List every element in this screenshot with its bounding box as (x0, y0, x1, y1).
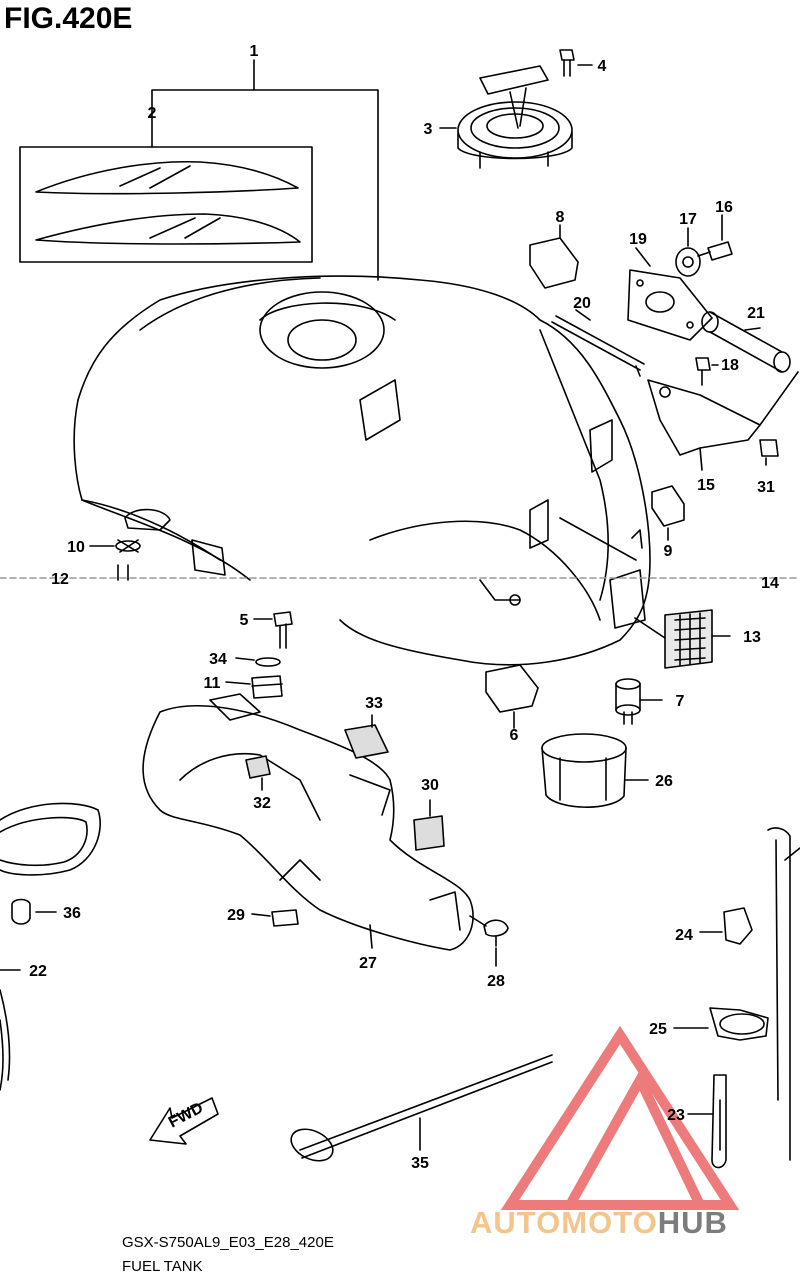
callout-18: 18 (721, 357, 739, 374)
grommet-11 (251, 675, 283, 699)
callout-22: 22 (29, 963, 47, 980)
model-code: GSX-S750AL9_E03_E28_420E (122, 1234, 334, 1251)
dipstick-35 (290, 1054, 553, 1162)
caption: FUEL TANK (122, 1258, 203, 1275)
fwd-label: FWD (166, 1099, 206, 1131)
bolt-18 (695, 357, 711, 386)
callout-1: 1 (250, 43, 259, 60)
pipe-21 (701, 311, 791, 373)
callout-33: 33 (365, 695, 383, 712)
clamp-25 (709, 1007, 769, 1041)
bolt-16 (697, 241, 733, 261)
fuel-cap (457, 65, 573, 169)
callout-20: 20 (573, 295, 591, 312)
bracket-19 (627, 269, 713, 341)
leader-1 (151, 59, 379, 281)
callout-21: 21 (747, 305, 765, 322)
figure-title: FIG.420E (4, 2, 133, 35)
pad-30 (413, 815, 445, 851)
hose-right (767, 827, 800, 1161)
callout-31: 31 (757, 479, 775, 496)
callout-36: 36 (63, 905, 81, 922)
watermark-logo-triangle (500, 1025, 740, 1210)
bolt-4 (559, 49, 575, 77)
callout-35: 35 (411, 1155, 429, 1172)
washer-34 (255, 657, 281, 667)
callout-10: 10 (67, 539, 85, 556)
strap-23 (711, 1074, 727, 1169)
callout-24: 24 (675, 927, 693, 944)
watermark-part1: AUTOMOTO (470, 1205, 658, 1240)
clip-28 (483, 919, 509, 947)
watermark: AUTOMOTOHUB (470, 1205, 728, 1241)
nut-31 (759, 439, 779, 457)
callout-7: 7 (676, 693, 685, 710)
band-26 (541, 733, 649, 808)
callout-14: 14 (761, 575, 779, 592)
callout-6: 6 (510, 727, 519, 744)
watermark-part2: HUB (657, 1205, 728, 1240)
bolt-5 (273, 611, 293, 649)
callout-25: 25 (649, 1021, 667, 1038)
decal-set-box (19, 146, 313, 263)
callout-29: 29 (227, 907, 245, 924)
callout-5: 5 (240, 612, 249, 629)
callout-27: 27 (359, 955, 377, 972)
callout-15: 15 (697, 477, 715, 494)
callout-28: 28 (487, 973, 505, 990)
collar-7 (615, 678, 663, 725)
callout-3: 3 (424, 121, 433, 138)
callout-30: 30 (421, 777, 439, 794)
callout-34: 34 (209, 651, 227, 668)
bracket-15 (647, 379, 761, 471)
clamp-24 (723, 907, 753, 945)
callout-11: 11 (204, 675, 221, 692)
callout-13: 13 (743, 629, 761, 646)
fwd-arrow-icon (149, 1097, 219, 1145)
cushion-10 (115, 540, 141, 552)
reflector-13 (634, 609, 731, 669)
grommet-29 (271, 909, 299, 927)
callout-4: 4 (598, 58, 607, 75)
hose-22 (0, 802, 101, 1091)
pad-32 (245, 755, 271, 779)
callout-23: 23 (667, 1107, 685, 1124)
cushion-9 (651, 485, 685, 527)
callout-32: 32 (253, 795, 271, 812)
grommet-left (124, 508, 171, 531)
callout-2: 2 (148, 105, 157, 122)
cover-27 (142, 693, 474, 951)
rubber-8 (529, 237, 579, 289)
rubber-6 (485, 664, 539, 713)
callout-9: 9 (664, 543, 673, 560)
bolt-20 (551, 315, 645, 371)
callout-17: 17 (679, 211, 697, 228)
callout-numbers: 1234567891011121314151617181920212223242… (29, 43, 779, 1172)
grommet-17 (675, 247, 701, 277)
cushion-36 (11, 898, 31, 925)
callout-19: 19 (629, 231, 647, 248)
callout-8: 8 (556, 209, 565, 226)
fuel-tank-body (73, 275, 651, 666)
callout-16: 16 (715, 199, 733, 216)
pad-33 (344, 724, 389, 759)
callout-12: 12 (51, 571, 69, 588)
callout-26: 26 (655, 773, 673, 790)
